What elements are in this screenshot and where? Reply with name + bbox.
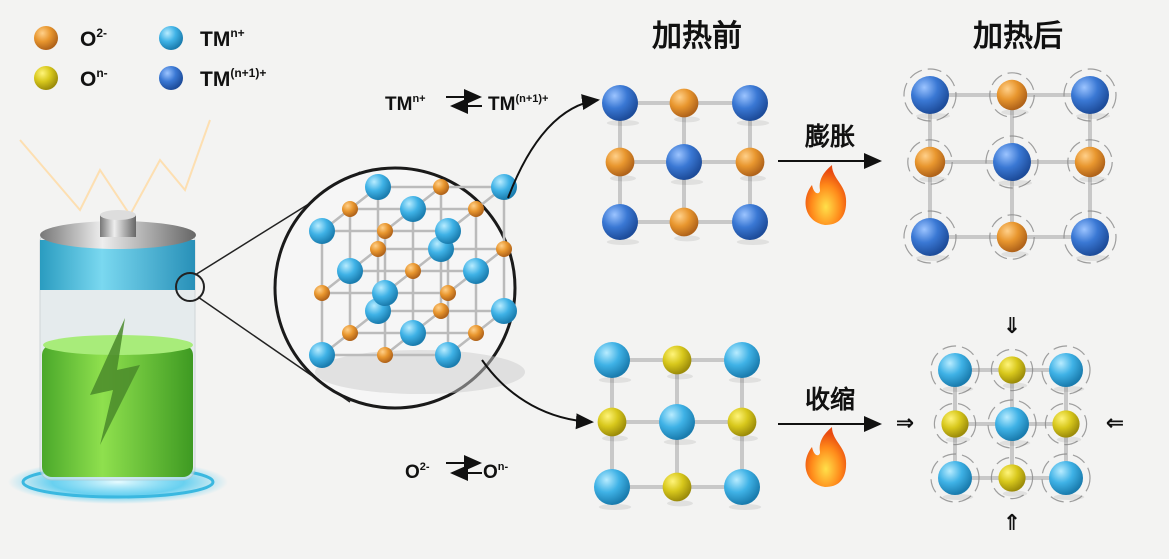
header-after-heating: 加热后 bbox=[973, 19, 1063, 54]
legend-tmn-sphere-icon bbox=[159, 26, 183, 50]
atom-o2 bbox=[735, 147, 765, 177]
legend-tmn1-sphere-icon bbox=[159, 66, 183, 90]
atom-tmn bbox=[938, 353, 972, 387]
legend-on-sphere-icon bbox=[34, 66, 58, 90]
arrow-up-icon: ⇑ bbox=[1003, 510, 1021, 535]
atom-o2 bbox=[669, 207, 699, 237]
arrow-right-icon: ⇒ bbox=[896, 410, 914, 435]
atom-on bbox=[1052, 410, 1080, 438]
legend-o2-sphere-icon bbox=[34, 26, 58, 50]
atom-on bbox=[941, 410, 969, 438]
zoom-spot bbox=[175, 272, 205, 302]
lattice-after-expand bbox=[903, 68, 1117, 264]
magnified-crystal bbox=[273, 166, 525, 410]
atom-o2 bbox=[669, 88, 699, 118]
lattice-before-expand bbox=[602, 85, 770, 245]
atom-on bbox=[998, 464, 1026, 492]
atom-tmn bbox=[400, 196, 426, 222]
legend-on-label: On- bbox=[80, 66, 108, 91]
equilibrium-arrows-icon bbox=[446, 89, 482, 114]
legend: O2- TMn+ On- TM(n+1)+ bbox=[34, 26, 266, 91]
atom-tmn bbox=[594, 469, 630, 505]
atom-o2 bbox=[440, 285, 456, 301]
atom-on bbox=[597, 407, 627, 437]
legend-tmn1-label: TM(n+1)+ bbox=[200, 66, 266, 91]
atom-o2 bbox=[314, 285, 330, 301]
fire-icon bbox=[805, 427, 847, 487]
atom-o2 bbox=[342, 201, 358, 217]
atom-tmn bbox=[365, 174, 391, 200]
atom-tmn1 bbox=[602, 204, 638, 240]
tm-equilibrium: TMn+ bbox=[385, 93, 426, 115]
atom-tmn1 bbox=[666, 144, 702, 180]
atom-tmn bbox=[337, 258, 363, 284]
atom-tmn bbox=[372, 280, 398, 306]
arrow-left-icon: ⇐ bbox=[1106, 410, 1124, 435]
atom-o2 bbox=[468, 201, 484, 217]
o-equilibrium-right: On- bbox=[483, 461, 509, 483]
atom-o2 bbox=[914, 146, 946, 178]
atom-on bbox=[727, 407, 757, 437]
atom-tmn1 bbox=[732, 204, 768, 240]
atom-tmn1 bbox=[911, 218, 949, 256]
atom-on bbox=[998, 356, 1026, 384]
header-before-heating: 加热前 bbox=[652, 19, 742, 54]
legend-o2-label: O2- bbox=[80, 26, 107, 51]
o-equilibrium: O2- bbox=[405, 461, 430, 483]
atom-tmn1 bbox=[732, 85, 768, 121]
atom-tmn bbox=[594, 342, 630, 378]
atom-tmn bbox=[995, 407, 1029, 441]
atom-tmn bbox=[435, 342, 461, 368]
atom-o2 bbox=[996, 221, 1028, 253]
curved-arrow-icon bbox=[481, 359, 594, 430]
atom-o2 bbox=[370, 241, 386, 257]
compression-arrows: ⇓ ⇑ ⇒ ⇐ bbox=[896, 313, 1124, 535]
atom-tmn bbox=[463, 258, 489, 284]
shrink-label: 收缩 bbox=[805, 385, 855, 414]
tm-equilibrium-right: TM(n+1)+ bbox=[488, 93, 548, 115]
atom-tmn bbox=[400, 320, 426, 346]
atom-tmn bbox=[659, 404, 695, 440]
crystal-lattice bbox=[309, 174, 525, 394]
atom-o2 bbox=[377, 347, 393, 363]
fire-icon bbox=[805, 165, 847, 225]
atom-tmn bbox=[309, 218, 335, 244]
atom-o2 bbox=[433, 179, 449, 195]
atom-tmn bbox=[1049, 353, 1083, 387]
atom-tmn bbox=[491, 298, 517, 324]
atom-o2 bbox=[405, 263, 421, 279]
atom-o2 bbox=[1074, 146, 1106, 178]
atom-tmn bbox=[1049, 461, 1083, 495]
atom-tmn bbox=[724, 342, 760, 378]
legend-tmn-label: TMn+ bbox=[200, 26, 245, 51]
equilibrium-arrows-icon bbox=[446, 455, 482, 481]
atom-on bbox=[662, 345, 692, 375]
atom-o2 bbox=[433, 303, 449, 319]
atom-on bbox=[662, 472, 692, 502]
atom-o2 bbox=[468, 325, 484, 341]
atom-o2 bbox=[996, 79, 1028, 111]
atom-o2 bbox=[377, 223, 393, 239]
curved-arrow-icon bbox=[507, 94, 600, 199]
spark-icon bbox=[19, 119, 211, 217]
atom-tmn bbox=[309, 342, 335, 368]
lightning-bolt-icon bbox=[90, 318, 140, 445]
atom-tmn1 bbox=[993, 143, 1031, 181]
atom-o2 bbox=[342, 325, 358, 341]
arrow-down-icon: ⇓ bbox=[1003, 313, 1021, 338]
lattice-after-shrink bbox=[930, 345, 1091, 503]
atom-tmn bbox=[435, 218, 461, 244]
atom-tmn bbox=[724, 469, 760, 505]
expand-label: 膨胀 bbox=[805, 122, 855, 151]
atom-tmn bbox=[938, 461, 972, 495]
atom-tmn1 bbox=[1071, 76, 1109, 114]
lattice-before-shrink bbox=[594, 342, 762, 510]
atom-o2 bbox=[496, 241, 512, 257]
atom-tmn1 bbox=[911, 76, 949, 114]
atom-tmn1 bbox=[602, 85, 638, 121]
atom-tmn1 bbox=[1071, 218, 1109, 256]
battery-icon bbox=[8, 119, 228, 504]
atom-o2 bbox=[605, 147, 635, 177]
